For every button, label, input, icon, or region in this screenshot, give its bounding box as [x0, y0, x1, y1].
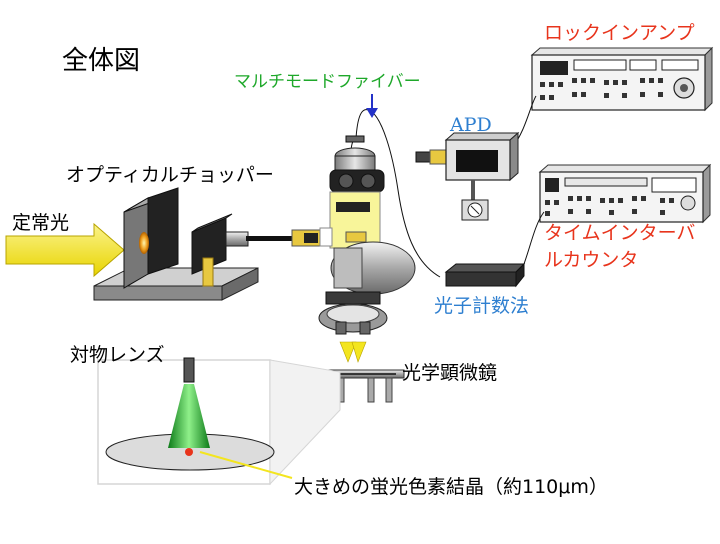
chopper-label: オプティカルチョッパー	[66, 164, 274, 186]
microscope-label: 光学顕微鏡	[402, 362, 498, 384]
fiber-pointer-arrow	[366, 94, 378, 118]
magnified-inset	[97, 357, 341, 486]
photon-counter-box	[444, 262, 526, 288]
diagram-title: 全体図	[62, 46, 141, 76]
optical-microscope	[311, 135, 416, 403]
steady-light-arrow	[5, 222, 125, 278]
crystal-label: 大きめの蛍光色素結晶（約110μm）	[294, 476, 608, 498]
lockin-amplifier-label: ロックインアンプ	[544, 22, 695, 44]
photon-counting-label: 光子計数法	[434, 295, 530, 317]
objective-lens-label: 対物レンズ	[70, 344, 165, 366]
optical-bench	[93, 267, 259, 301]
lockin-amplifier	[530, 46, 714, 112]
sample-holder-plate	[123, 187, 179, 289]
optical-chopper	[191, 213, 323, 287]
time-interval-counter-label-2: ルカウンタ	[544, 249, 639, 271]
steady-light-label: 定常光	[12, 212, 70, 234]
fiber-label: マルチモードファイバー	[234, 72, 421, 92]
time-interval-counter-label-1: タイムインターバ	[544, 222, 696, 244]
time-interval-counter	[538, 163, 712, 224]
apd-label: APD	[450, 114, 492, 136]
apd-detector	[415, 131, 520, 221]
